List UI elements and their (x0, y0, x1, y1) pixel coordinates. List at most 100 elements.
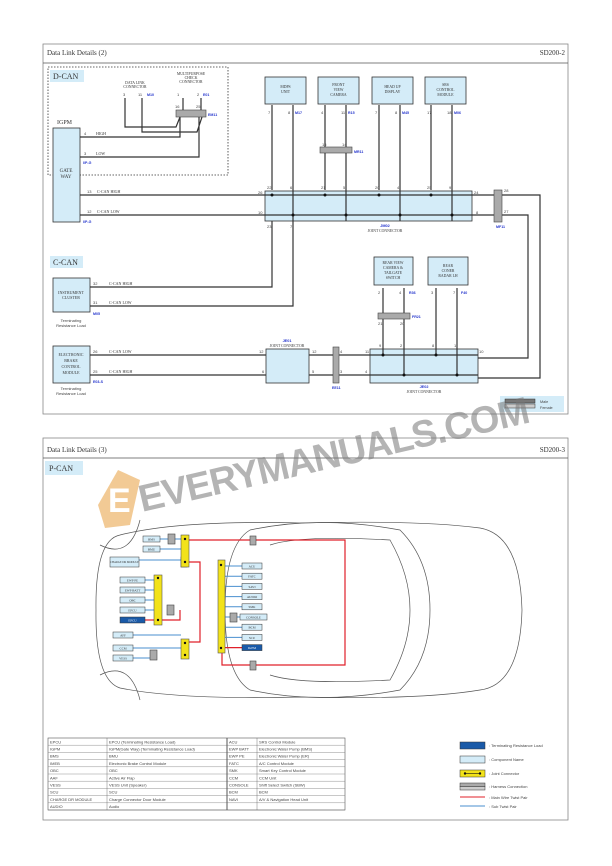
pin: 25 (93, 369, 98, 374)
module-label: FRONT (332, 83, 345, 87)
module-box (119, 576, 146, 584)
table-cell: CHARGE DR MODULE (50, 797, 93, 802)
pin: 21 (378, 321, 383, 326)
pin: 28 (504, 188, 509, 193)
wire-label: C-CAN LOW (109, 300, 132, 305)
module-label: AUDIO (247, 595, 258, 599)
pin: 2 (400, 343, 403, 348)
table-cell: VESS Unit (Speaker) (109, 783, 147, 788)
connector-ref: EM11 (208, 113, 217, 117)
connector-ref: M05 (93, 312, 100, 316)
module-label: CONER (442, 269, 455, 273)
module-label: MODULE (437, 93, 454, 97)
pcan-label: P-CAN (49, 464, 73, 473)
module-box-rect (317, 76, 360, 105)
dcan-region (47, 66, 229, 176)
module-label: OBC (129, 598, 136, 602)
joint-label: JOINT CONNECTOR (270, 344, 305, 348)
pin: 25 (196, 104, 201, 109)
table-cell: AUDIO (50, 804, 63, 809)
table-cell: CCM Unit (259, 775, 277, 780)
connector-ref: MF11 (496, 225, 505, 229)
connector-ref: E01 (203, 93, 209, 97)
connector-ref: JE01 (283, 339, 292, 343)
table-cell: IMEB (50, 761, 60, 766)
connector-ref: I/P-G (83, 161, 92, 165)
pin: 6 (290, 185, 293, 190)
module-label: DISPLAY (385, 90, 401, 94)
module-label: VIEW (334, 88, 344, 92)
pin: 7 (375, 110, 378, 115)
joint-connector (217, 559, 226, 654)
table-cell: BCM (229, 790, 238, 795)
wire-label: C-CAN HIGH (97, 189, 121, 194)
pin: 12 (259, 349, 264, 354)
pin: 5 (343, 185, 346, 190)
table-row: AUDIO Audio (48, 804, 345, 811)
pin: 1 (177, 92, 180, 97)
splice-dot (323, 193, 327, 197)
module-label: CONTROL (437, 88, 456, 92)
splice-dot (429, 193, 433, 197)
connector-ref: I/P-G (83, 220, 92, 224)
pin: 20 (400, 321, 405, 326)
rear-corner-radar-module (427, 256, 469, 286)
table-cell: Shift Select Switch (SBW) (259, 783, 306, 788)
module-label: VESS (119, 656, 127, 660)
pin: 24 (474, 190, 479, 195)
gateway-module (52, 127, 81, 223)
pin: 25 (427, 185, 432, 190)
module-label: REAR (443, 264, 454, 268)
svg-text:E: E (108, 482, 131, 520)
connector-ref: R36 (409, 291, 416, 295)
mr11-connector (319, 146, 353, 154)
harness-connector (249, 660, 257, 671)
table-cell: IGPM (50, 747, 60, 752)
table-cell: EWP PE (229, 754, 245, 759)
module-box (119, 616, 146, 624)
module-box (241, 603, 263, 611)
harness-connector (249, 535, 257, 546)
connector-ref: R15 (348, 111, 355, 115)
module-label: BMU (148, 547, 156, 551)
table-cell: Electronic Brake Control Module (109, 761, 167, 766)
connector-ref: E03-S (93, 380, 104, 384)
module-box (119, 586, 146, 594)
joint-label: JOINT CONNECTOR (368, 229, 403, 233)
table-cell: A/V & Navigation Head Unit (259, 797, 309, 802)
table-cell: SCU (50, 790, 59, 795)
pin: 4 (399, 290, 402, 295)
dcan-label: D-CAN (53, 72, 79, 81)
module-box (241, 562, 263, 570)
module-box (119, 596, 146, 604)
pin: 8 (288, 110, 291, 115)
module-label: ELECTRONIC (59, 352, 84, 357)
page-data-link-details-2: Data Link Details (2) SD200-2 D-CAN IGPM… (42, 43, 569, 415)
note: Resistance Load (56, 391, 86, 396)
pin: 8 (432, 343, 435, 348)
note: Terminating (61, 386, 82, 391)
table-cell: Electronic Water Pump (ER) (259, 754, 310, 759)
splice-dot (377, 193, 381, 197)
table-cell: Audio (109, 804, 120, 809)
module-label: SRS (442, 83, 449, 87)
module-box-rect (371, 76, 414, 105)
pin: 8 (476, 210, 479, 215)
module-box (142, 535, 161, 543)
module-label: MODULE (62, 370, 80, 375)
table-cell: Smart Key Control Module (259, 768, 307, 773)
module-label: SMK (249, 605, 257, 609)
table-cell: A/C Control Module (259, 761, 295, 766)
wire-label: HIGH (96, 131, 106, 136)
module-label: FATC (248, 575, 256, 579)
pin: 10 (479, 349, 484, 354)
module-label: SAVI (248, 585, 255, 589)
